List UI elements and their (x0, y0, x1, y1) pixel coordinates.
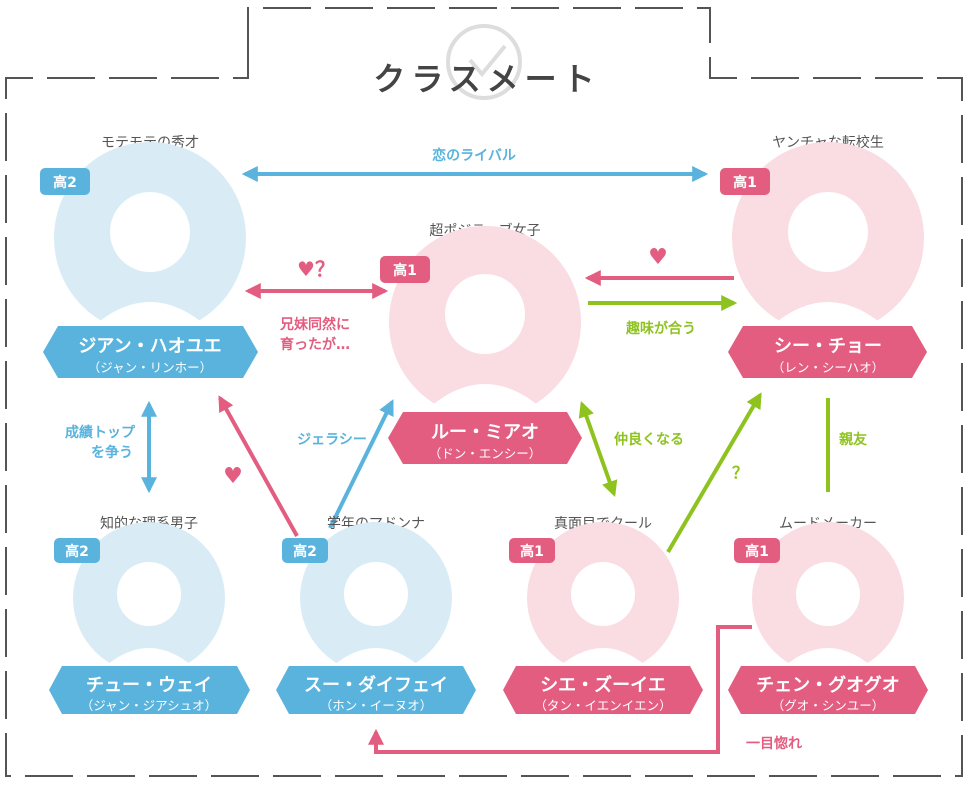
name-tag-shi (728, 326, 927, 378)
grade-xie: 高1 (520, 543, 544, 560)
name-tag-chen (728, 666, 928, 714)
name-jian: ジアン・ハオユエ (78, 336, 221, 357)
sibling-label-1: 兄妹同然に (279, 316, 350, 333)
heart-question-label: ♥？ (297, 257, 335, 281)
heart-shi-label: ♥ (648, 245, 668, 270)
grade-chen: 高1 (745, 543, 769, 560)
actor-chen: （グオ・シンユー） (772, 698, 885, 713)
character-chen: ムードメーカー 高1 チェン・グオグオ （グオ・シンユー） (728, 516, 928, 714)
character-xie: 真面目でクール 高1 シエ・ズーイエ （タン・イエンイエン） (503, 516, 703, 714)
xie-to-shi-arrow (666, 392, 762, 554)
name-tag-jian (43, 326, 258, 378)
name-tag-su (276, 666, 476, 714)
grade-su: 高2 (293, 543, 317, 560)
question-label: ？ (732, 463, 748, 482)
name-chen: チェン・グオグオ (756, 674, 900, 696)
top-label-1: 成績トップ (65, 424, 136, 441)
su-to-lu-arrow (328, 399, 394, 529)
character-shi: ヤンチャな転校生 高1 シー・チョー （レン・シーハオ） (720, 134, 927, 378)
character-su: 学年のマドンナ 高2 スー・ダイフェイ （ホン・イーヌオ） (276, 516, 476, 714)
frame-border (5, 7, 963, 777)
grade-shi: 高1 (733, 174, 757, 191)
grade-badge-chu (54, 538, 100, 563)
name-tag-chu (49, 666, 250, 714)
grade-badge-xie (509, 538, 555, 563)
actor-chu: （ジャン・ジアシュオ） (81, 698, 217, 713)
grade-chu: 高2 (65, 543, 89, 560)
actor-xie: （タン・イエンイエン） (534, 698, 671, 713)
name-tag-lu (388, 412, 582, 464)
name-tag-xie (503, 666, 703, 714)
actor-shi: （レン・シーハオ） (772, 360, 884, 375)
name-chu: チュー・ウェイ (86, 675, 212, 696)
hobby-label: 趣味が合う (625, 320, 696, 337)
character-lu: 超ポジティブ女子 高1 ルー・ミアオ （ドン・エンシー） (380, 222, 582, 464)
chen-to-su-arrow (368, 625, 752, 754)
name-lu: ルー・ミアオ (431, 422, 539, 443)
heart-su-label: ♥ (223, 464, 243, 489)
jealousy-label: ジェラシー (297, 432, 367, 448)
grade-badge-lu (380, 256, 430, 283)
name-shi: シー・チョー (774, 336, 882, 357)
actor-su: （ホン・イーヌオ） (320, 698, 433, 713)
grade-badge-chen (734, 538, 780, 563)
su-to-jian-arrow (218, 395, 299, 537)
actor-lu: （ドン・エンシー） (429, 446, 542, 461)
person-icon (420, 274, 550, 416)
name-su: スー・ダイフェイ (304, 674, 448, 696)
top-label-2: を争う (91, 444, 133, 461)
grade-badge-shi (720, 168, 770, 195)
grade-lu: 高1 (393, 262, 417, 279)
grade-badge-jian (40, 168, 90, 195)
lu-xie-arrow (578, 400, 618, 498)
title-clock-icon (446, 24, 522, 100)
friends-soon-label: 仲良くなる (614, 431, 684, 448)
actor-jian: （ジャン・リンホー） (88, 360, 212, 375)
grade-badge-su (282, 538, 328, 563)
grade-jian: 高2 (53, 174, 77, 191)
rival-label: 恋のライバル (432, 147, 516, 164)
name-xie: シエ・ズーイエ (540, 674, 666, 696)
sibling-label-2: 育ったが… (280, 336, 350, 353)
love-first-sight-label: 一目惚れ (746, 735, 802, 752)
best-friend-label: 親友 (839, 431, 867, 448)
character-jian: モテモテの秀才 高2 ジアン・ハオユエ （ジャン・リンホー） (40, 135, 258, 378)
character-chu: 知的な理系男子 高2 チュー・ウェイ （ジャン・ジアシュオ） (49, 515, 250, 714)
page-title: クラスメート (373, 60, 600, 98)
